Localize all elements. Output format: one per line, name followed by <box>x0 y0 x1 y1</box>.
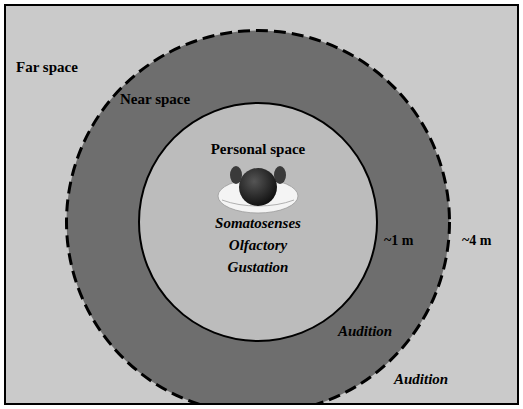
region-label: Near space <box>120 90 190 108</box>
sense-label: Audition <box>338 322 392 340</box>
sense-list: Somatosenses Olfactory Gustation <box>215 212 301 278</box>
distance-label: ~4 m <box>462 232 491 250</box>
head-illustration <box>208 160 308 218</box>
region-label: Personal space <box>211 140 306 158</box>
region-label: Far space <box>16 58 78 76</box>
personal-space-circle: Personal spaceSomatosenses Olfactory Gus… <box>138 102 378 342</box>
distance-label: ~1 m <box>384 232 413 250</box>
near-space-circle: Near spaceAuditionPersonal spaceSomatose… <box>65 29 451 405</box>
sense-label: Audition <box>394 370 448 388</box>
